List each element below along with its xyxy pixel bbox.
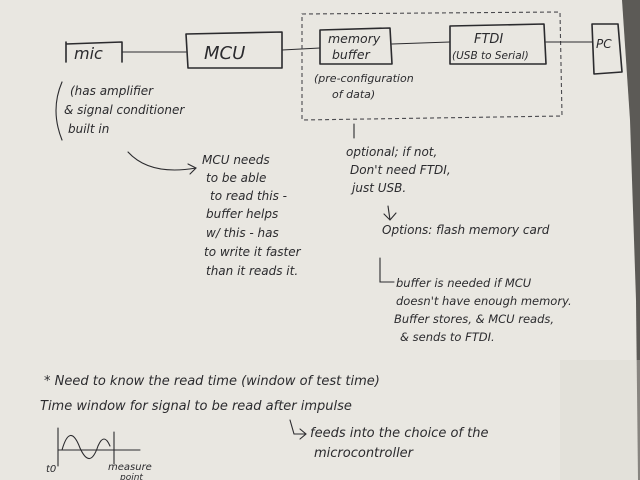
mcu-label: MCU [204, 43, 245, 64]
sketch-t0-label: t0 [46, 464, 56, 475]
sketch-wave [61, 434, 111, 460]
optional-note-line3: just USB. [350, 181, 406, 195]
memory-label-line1: memory [328, 31, 381, 46]
feeds-arrow [289, 419, 307, 440]
pc-block: PC [591, 23, 623, 75]
mcu-block: MCU [185, 31, 283, 69]
optional-note-line1: optional; if not, [346, 145, 437, 159]
mcu-note-line6: to write it faster [204, 245, 302, 259]
optional-note-line2: Don't need FTDI, [350, 163, 451, 177]
bottom-note-line4: microcontroller [314, 446, 415, 461]
options-arrow [383, 205, 397, 221]
mcu-note-line5: w/ this - has [206, 226, 279, 240]
ftdi-label-line2: (USB to Serial) [452, 50, 529, 62]
options-note: Options: flash memory card [382, 223, 550, 237]
mcu-note-line7: than it reads it. [206, 264, 298, 278]
buffer-note-line3: Buffer stores, & MCU reads, [394, 312, 554, 326]
sketch-measure-label: measure [108, 462, 152, 473]
paper-shadow [560, 360, 640, 480]
memory-note-line2: of data) [332, 88, 375, 101]
mic-note-line3: built in [68, 122, 109, 136]
mic-block: mic [65, 41, 123, 63]
mcu-note-line1: MCU needs [202, 153, 270, 167]
sketch-point-label: point [119, 473, 143, 480]
mic-note-line1: (has amplifier [70, 84, 154, 98]
pc-label: PC [596, 37, 612, 51]
buffer-note-line2: doesn't have enough memory. [396, 294, 572, 308]
mcu-note-line2: to be able [206, 171, 266, 185]
mic-note-line2: & signal conditioner [64, 103, 185, 117]
bottom-note-line3: feeds into the choice of the [310, 426, 488, 441]
mcu-note-line3: to read this - [210, 189, 287, 203]
memory-label-line2: buffer [332, 47, 371, 62]
bottom-note-line2: Time window for signal to be read after … [40, 399, 352, 414]
mcu-note-line4: buffer helps [206, 207, 278, 221]
memory-note-line1: (pre-configuration [314, 72, 414, 85]
buffer-note-line1: buffer is needed if MCU [396, 276, 532, 290]
connector-mcu-memory [281, 47, 321, 51]
buffer-note-arrow [379, 257, 395, 283]
connector-memory-ftdi [391, 41, 451, 45]
ftdi-block: FTDI (USB to Serial) [449, 23, 547, 65]
signal-sketch: t0 measure point [46, 427, 152, 480]
mic-note-bracket [55, 81, 63, 141]
ftdi-label-line1: FTDI [474, 32, 503, 47]
memory-buffer-block: memory buffer [319, 27, 393, 65]
buffer-note-line4: & sends to FTDI. [400, 330, 495, 344]
mcu-note-arrow [127, 151, 197, 175]
bottom-note-line1: * Need to know the read time (window of … [44, 374, 380, 389]
mic-label: mic [74, 44, 103, 63]
